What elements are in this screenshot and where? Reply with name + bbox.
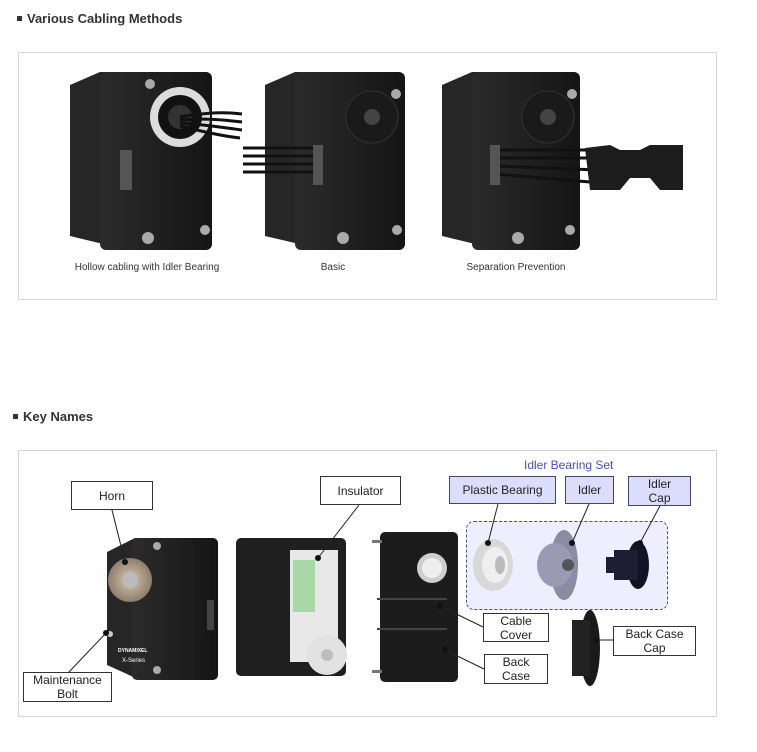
back-case-cap-part xyxy=(572,610,600,686)
leader-dots xyxy=(103,540,643,653)
label-plastic-bearing: Plastic Bearing xyxy=(449,476,556,504)
servo-separation-prevention xyxy=(442,72,683,250)
caption-separation-prevention: Separation Prevention xyxy=(466,262,566,273)
section-title-text: Various Cabling Methods xyxy=(27,11,183,26)
label-back-text: Back xyxy=(502,655,530,669)
product-series-text: X-Series xyxy=(122,658,145,664)
idler-part xyxy=(537,530,578,600)
caption-hollow-cabling: Hollow cabling with Idler Bearing xyxy=(74,262,220,273)
section-title-cabling: Various Cabling Methods xyxy=(17,11,182,26)
label-horn: Horn xyxy=(71,481,153,510)
bullet-square-icon xyxy=(13,414,18,420)
section-title-text: Key Names xyxy=(23,409,94,424)
label-back-case-cap-line1: Back Case xyxy=(625,627,684,641)
product-brand-text: DYNAMIXEL xyxy=(118,648,147,654)
label-idler-cap: Idler Cap xyxy=(628,476,691,506)
label-back-case-cap: Back Case Cap xyxy=(613,626,696,656)
servo-main xyxy=(107,538,218,680)
label-back-case: Back Case xyxy=(484,654,548,684)
label-back-case-cap-line2: Cap xyxy=(643,641,666,655)
label-case-text: Case xyxy=(501,669,530,683)
idler-bearing-set-title: Idler Bearing Set xyxy=(524,458,614,472)
idler-cap-part xyxy=(606,541,649,589)
label-bolt-text: Bolt xyxy=(57,687,78,701)
plastic-bearing-part xyxy=(473,539,513,591)
label-insulator-text: Insulator xyxy=(337,483,384,498)
label-idler: Idler xyxy=(565,476,614,504)
label-cable-cover: Cable Cover xyxy=(483,613,549,642)
label-cover-text: Cover xyxy=(499,627,532,642)
label-insulator: Insulator xyxy=(320,476,401,505)
leader-lines xyxy=(67,503,662,674)
bullet-square-icon xyxy=(17,16,22,22)
label-idler-cap-line2: Cap xyxy=(648,491,671,505)
servo-open-case xyxy=(236,538,347,676)
servo-basic xyxy=(243,72,405,250)
label-maintenance-bolt: Maintenance Bolt xyxy=(23,672,112,702)
servo-hollow-cabling xyxy=(70,72,243,250)
label-horn-text: Horn xyxy=(98,488,125,503)
back-case xyxy=(372,532,458,682)
caption-basic: Basic xyxy=(320,262,346,273)
label-plastic-bearing-text: Plastic Bearing xyxy=(462,483,543,497)
label-maintenance-text: Maintenance xyxy=(33,673,102,687)
section-title-keynames: Key Names xyxy=(13,409,93,424)
label-idler-text: Idler xyxy=(577,483,602,497)
label-cable-text: Cable xyxy=(500,613,532,628)
label-idler-cap-line1: Idler xyxy=(647,477,672,491)
